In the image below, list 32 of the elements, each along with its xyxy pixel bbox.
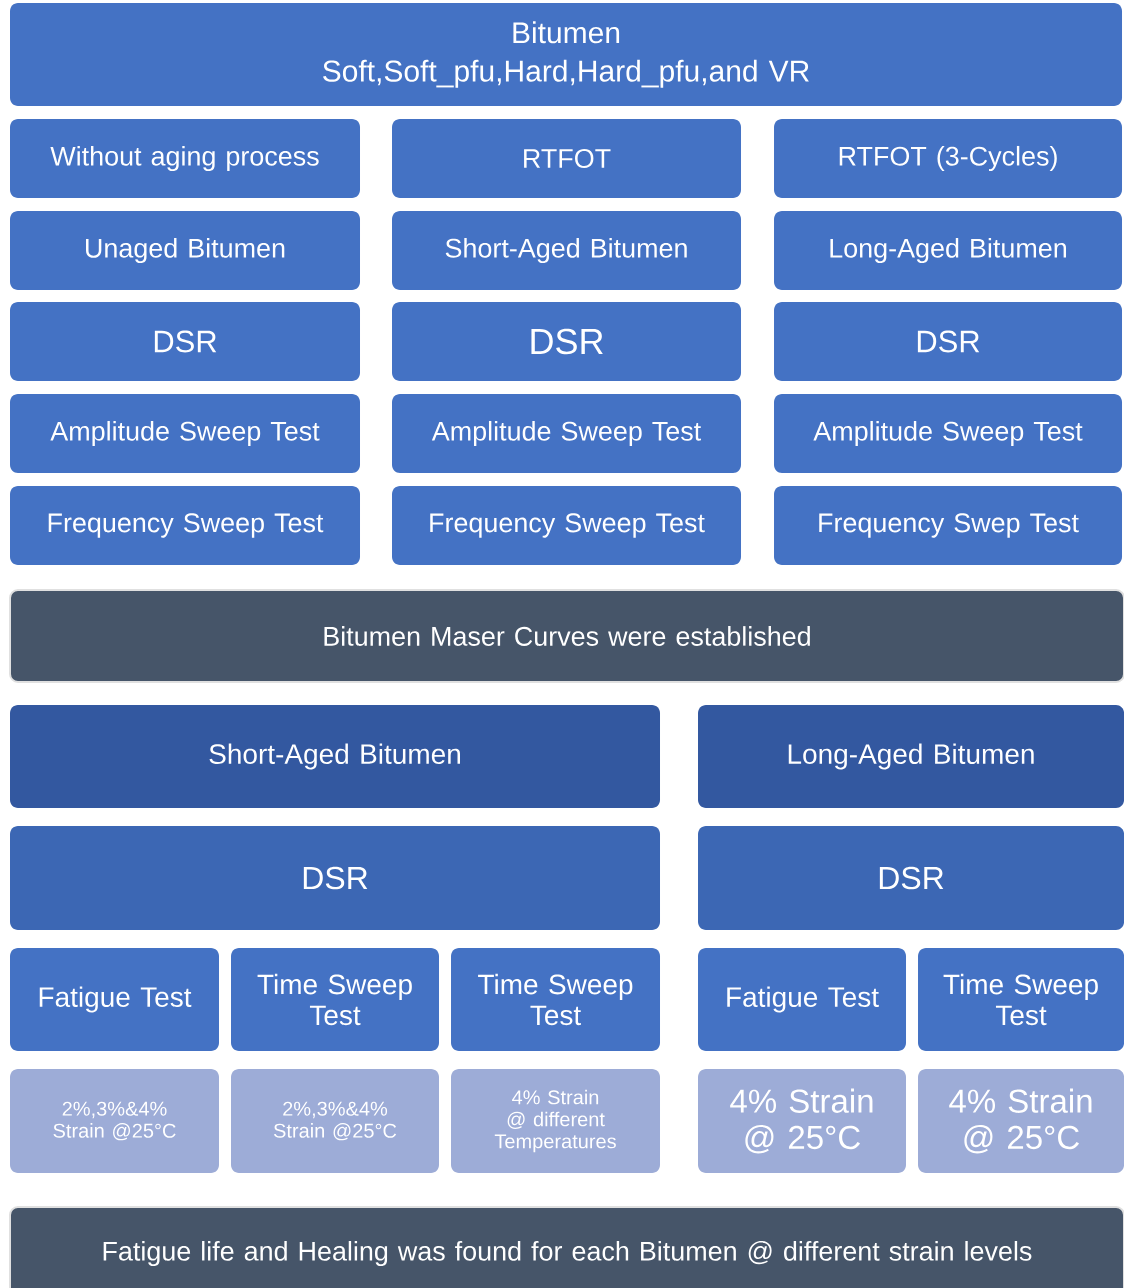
process-box: Frequency Sweep Test xyxy=(392,486,741,565)
condition-box: 4% Strain @ 25°C xyxy=(698,1069,906,1173)
process-box: Unaged Bitumen xyxy=(10,211,360,290)
test-box: Fatigue Test xyxy=(10,948,219,1051)
group-box: DSR xyxy=(698,826,1124,930)
process-box: DSR xyxy=(10,302,360,381)
process-box: RTFOT (3-Cycles) xyxy=(774,119,1122,198)
condition-box: 2%,3%&4% Strain @25°C xyxy=(10,1069,219,1173)
process-box: Frequency Sweep Test xyxy=(10,486,360,565)
condition-box: 4% Strain @ different Temperatures xyxy=(451,1069,660,1173)
test-box: Time Sweep Test xyxy=(231,948,439,1051)
summary-band: Bitumen Maser Curves were established xyxy=(9,589,1124,683)
process-box: DSR xyxy=(392,302,741,381)
header-box: Bitumen Soft,Soft_pfu,Hard,Hard_pfu,and VR xyxy=(10,3,1122,106)
process-box: Frequency Swep Test xyxy=(774,486,1122,565)
process-box: RTFOT xyxy=(392,119,741,198)
process-box: Short-Aged Bitumen xyxy=(392,211,741,290)
process-box: DSR xyxy=(774,302,1122,381)
group-box: Long-Aged Bitumen xyxy=(698,705,1124,808)
group-box: DSR xyxy=(10,826,660,930)
test-box: Time Sweep Test xyxy=(918,948,1124,1051)
process-box: Amplitude Sweep Test xyxy=(10,394,360,473)
summary-band: Fatigue life and Healing was found for each Bitumen @ different strain levels xyxy=(9,1206,1124,1288)
process-box: Amplitude Sweep Test xyxy=(774,394,1122,473)
condition-box: 4% Strain @ 25°C xyxy=(918,1069,1124,1173)
test-box: Time Sweep Test xyxy=(451,948,660,1051)
process-box: Long-Aged Bitumen xyxy=(774,211,1122,290)
condition-box: 2%,3%&4% Strain @25°C xyxy=(231,1069,439,1173)
group-box: Short-Aged Bitumen xyxy=(10,705,660,808)
process-box: Without aging process xyxy=(10,119,360,198)
process-box: Amplitude Sweep Test xyxy=(392,394,741,473)
test-box: Fatigue Test xyxy=(698,948,906,1051)
